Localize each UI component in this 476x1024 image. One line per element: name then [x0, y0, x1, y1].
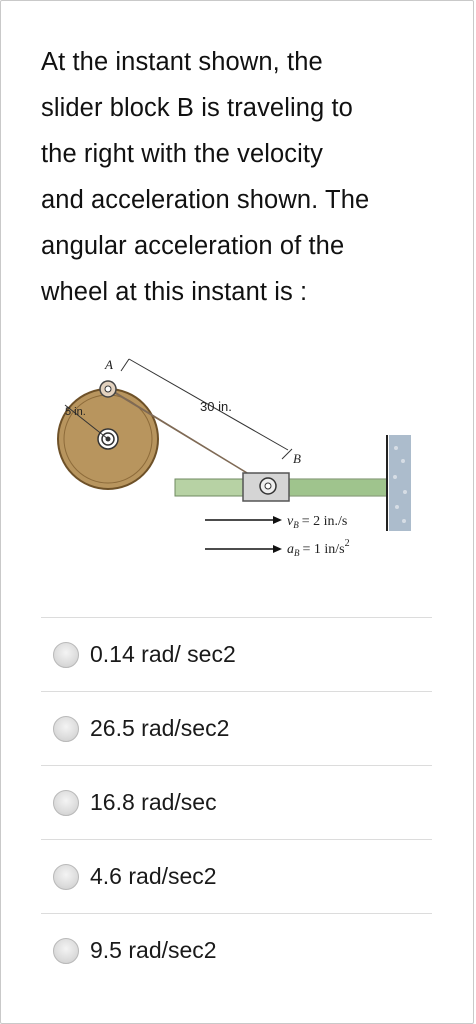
- label-a: A: [104, 357, 113, 372]
- slider-block: [242, 472, 290, 502]
- rod-length-label: 30 in.: [200, 399, 232, 414]
- answer-option-label: 16.8 rad/sec: [90, 789, 217, 815]
- radio-button[interactable]: [53, 789, 79, 816]
- wheel: [57, 388, 159, 490]
- rod-dimension-line: [120, 358, 293, 460]
- velocity-label: vB= 2 in./s: [287, 514, 347, 530]
- radio-button[interactable]: [53, 937, 79, 964]
- radius-label: 5 in.: [65, 406, 86, 418]
- answer-option-label: 0.14 rad/ sec2: [90, 641, 236, 667]
- answer-option[interactable]: 16.8 rad/sec: [41, 765, 432, 839]
- answer-option[interactable]: 26.5 rad/sec2: [41, 691, 432, 765]
- radio-button[interactable]: [53, 715, 79, 742]
- answer-options: 0.14 rad/ sec2 26.5 rad/sec2 16.8 rad/se…: [41, 617, 432, 987]
- radio-button[interactable]: [53, 863, 79, 890]
- answer-option[interactable]: 0.14 rad/ sec2: [41, 617, 432, 691]
- answer-option-label: 26.5 rad/sec2: [90, 715, 230, 741]
- answer-option[interactable]: 4.6 rad/sec2: [41, 839, 432, 913]
- answer-option-label: 9.5 rad/sec2: [90, 937, 217, 963]
- acceleration-arrow: [205, 545, 282, 553]
- question-text: At the instant shown, the slider block B…: [41, 48, 370, 306]
- acceleration-label: aB= 1 in/s2: [287, 538, 350, 558]
- answer-option[interactable]: 9.5 rad/sec2: [41, 913, 432, 987]
- radio-button[interactable]: [53, 641, 79, 668]
- velocity-arrow: [205, 516, 282, 524]
- answer-option-label: 4.6 rad/sec2: [90, 863, 217, 889]
- mechanism-figure: 5 in.: [57, 357, 411, 558]
- label-b: B: [293, 451, 301, 466]
- wall: [386, 435, 411, 531]
